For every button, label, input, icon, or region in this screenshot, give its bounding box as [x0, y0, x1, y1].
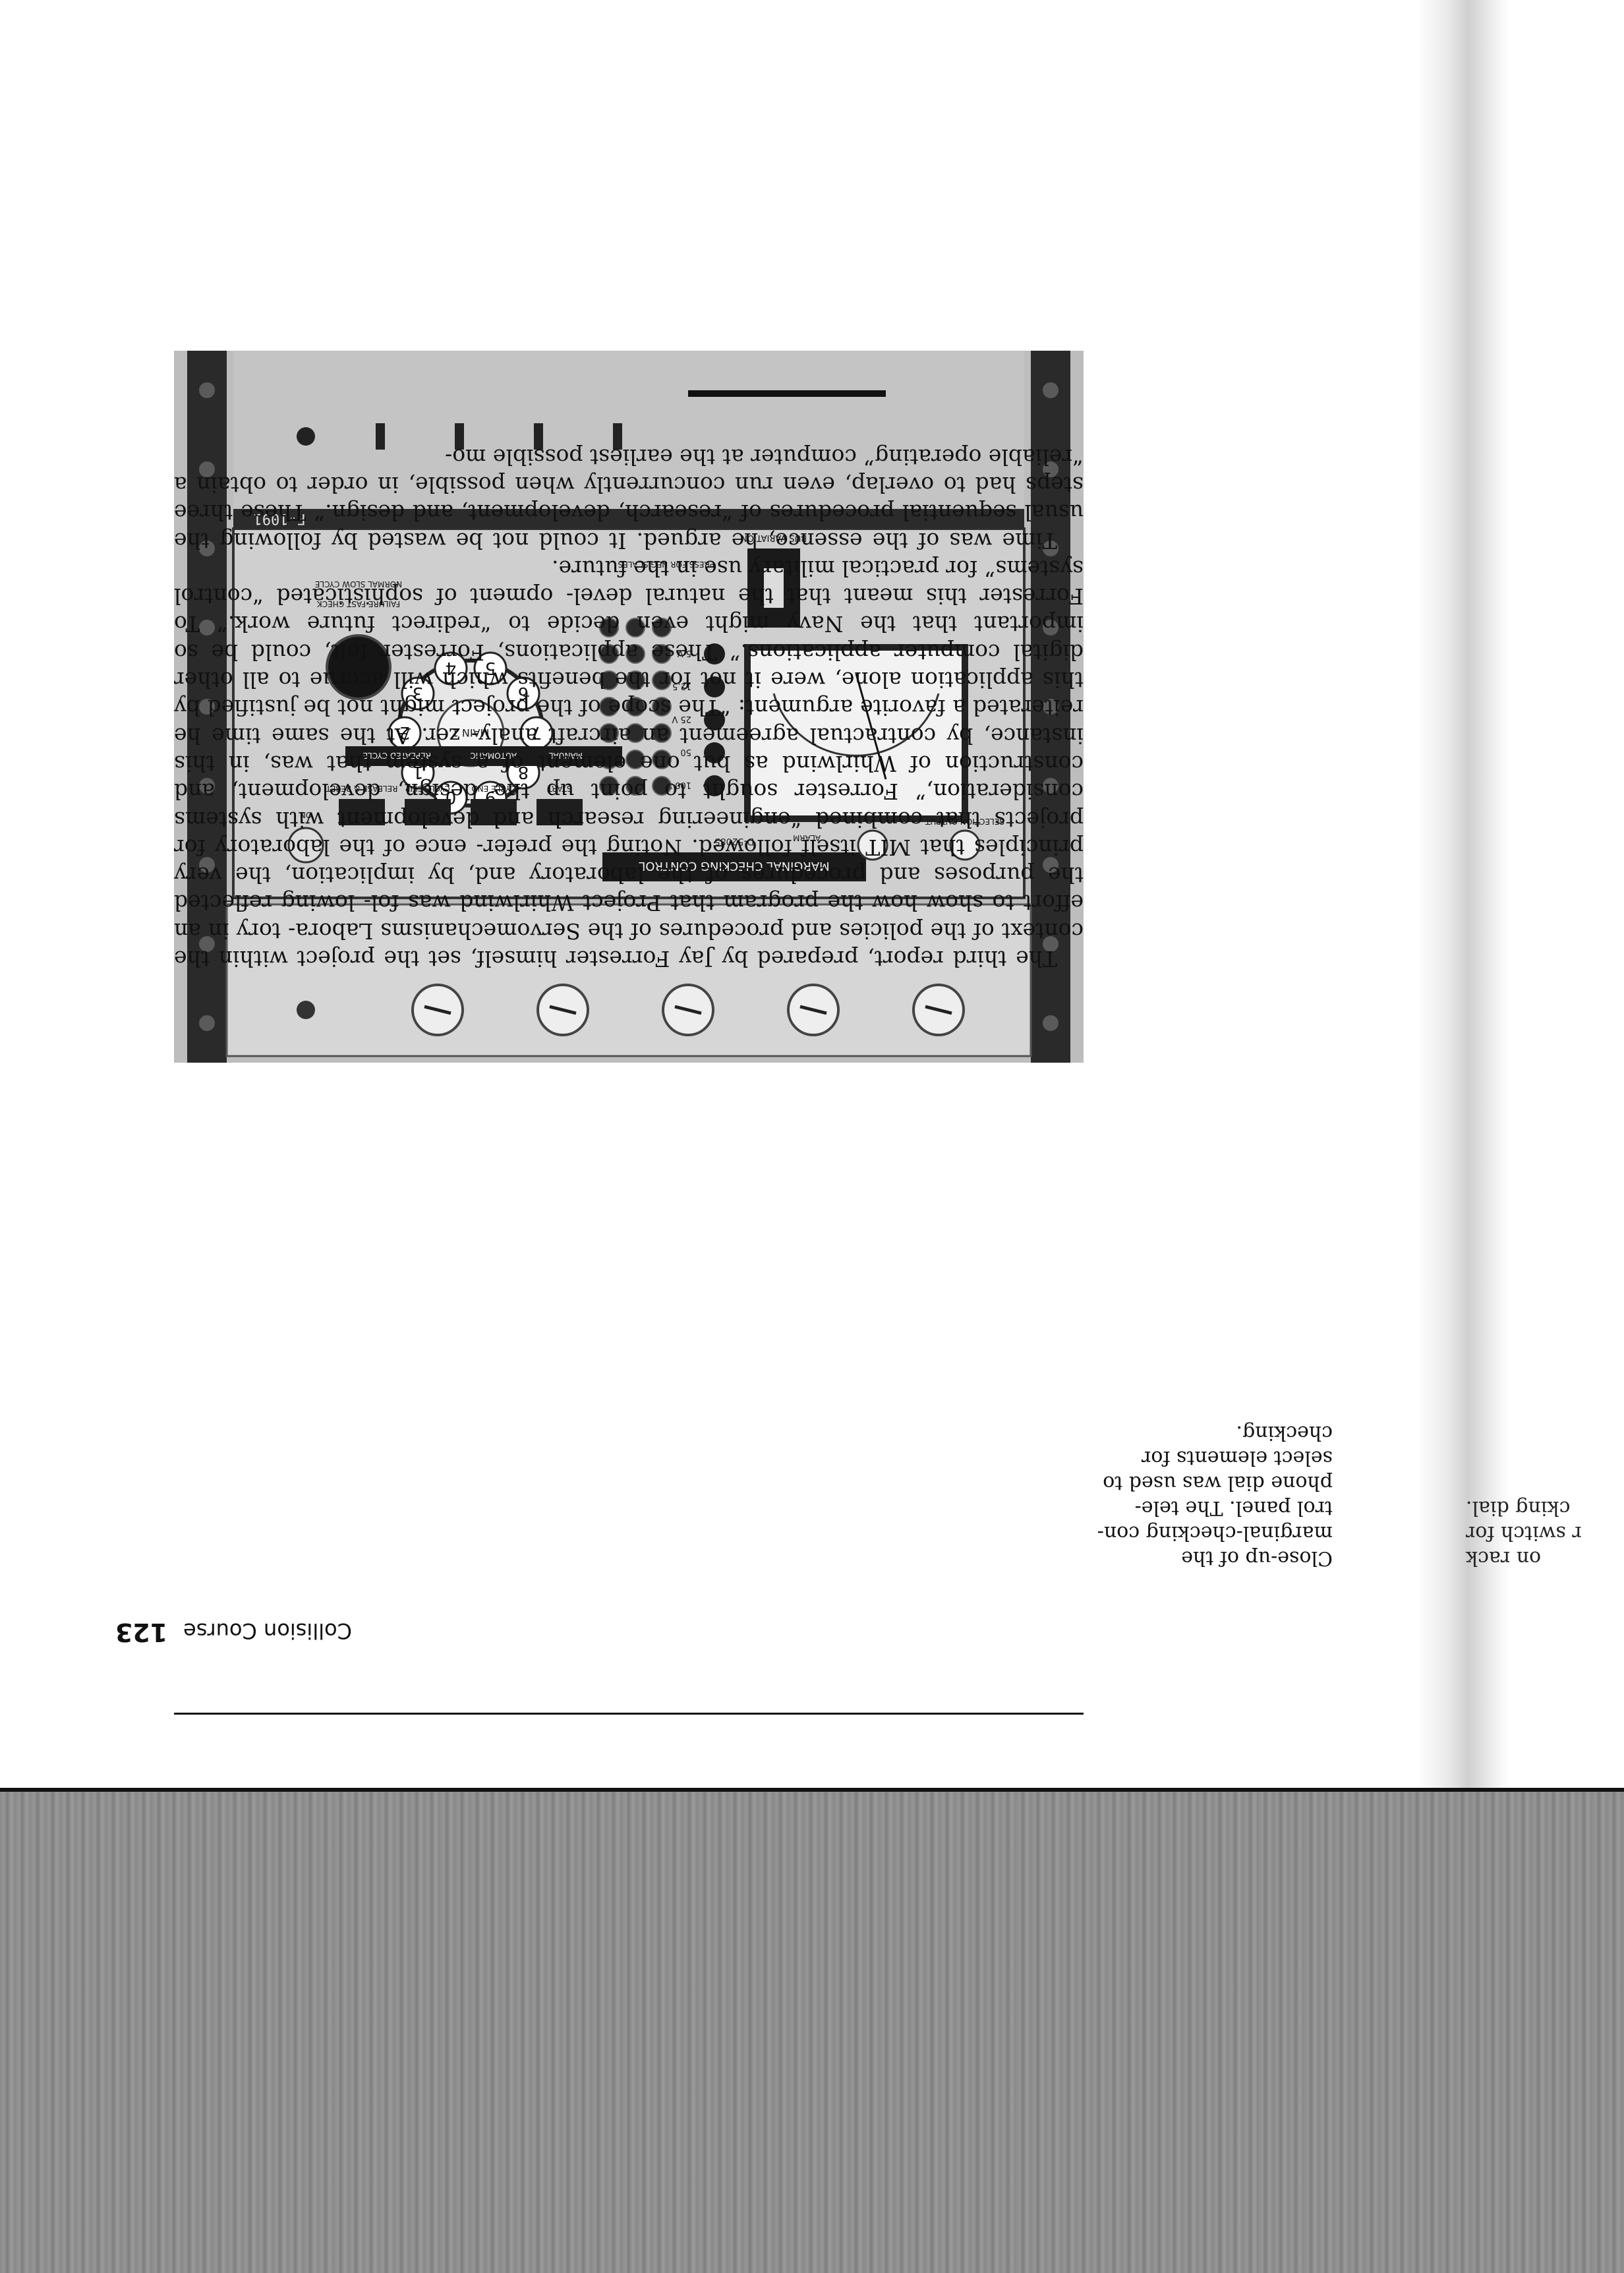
label-alarm: ALARM — [793, 833, 821, 842]
dial-center-label: MAIN 1 — [452, 726, 490, 739]
header-rule — [174, 1713, 1084, 1715]
label-failure-fast-check: FAILURE FAST CHECK — [316, 599, 400, 608]
cable — [688, 390, 886, 397]
label-normal-slow-cycle: NORMAL SLOW CYCLE — [315, 579, 402, 589]
svg-text:5: 5 — [485, 658, 496, 678]
svg-text:7: 7 — [531, 723, 542, 742]
caption-line: Close-up of the — [1181, 1547, 1333, 1570]
meter — [744, 644, 968, 822]
neg-scales-label: PRESS FOR NEG SCALES — [618, 560, 714, 569]
text-line: Time was of the essence, he argued. It c… — [219, 527, 1057, 554]
caption-line: checking. — [1236, 1421, 1333, 1444]
panel-number-stripe — [233, 509, 1024, 529]
caption-line: trol panel. The tele- — [1134, 1496, 1333, 1520]
meter-scale-label: 12.5 — [672, 681, 691, 691]
control-panel-photo: MARGINAL CHECKING CONTROL D-52085 100 V … — [174, 351, 1084, 1063]
running-header-title: Collision Course — [183, 1618, 352, 1643]
meter-range-lamps — [704, 643, 725, 796]
label-start: START — [547, 784, 572, 793]
facing-page-caption-fragment: on rack r switch for cking dial. — [1466, 1495, 1624, 1570]
panel-title-plate — [602, 852, 866, 881]
book-page: on rack r switch for cking dial. Collisi… — [115, 351, 1624, 1715]
page-number: 123 — [115, 1618, 168, 1647]
lower-toggle-strip — [233, 351, 1024, 509]
svg-text:8: 8 — [518, 762, 529, 782]
control-buttons — [287, 799, 981, 864]
caption-line: phone dial was used to — [1103, 1471, 1333, 1494]
selector-knob — [326, 634, 392, 700]
mode-label-plate — [345, 746, 622, 766]
fragment-line: on rack — [1466, 1547, 1542, 1570]
toggle-switches — [297, 423, 622, 450]
fragment-line: r switch for — [1466, 1521, 1582, 1545]
caption-line: select elements for — [1141, 1446, 1333, 1469]
body-text: The third report, prepared by Jay Forres… — [174, 442, 1084, 972]
upper-knob-strip — [225, 903, 1032, 1057]
photo-caption: Close-up of the marginal-checking con- t… — [1097, 1420, 1333, 1570]
svg-text:1: 1 — [413, 762, 424, 782]
caption-line: marginal-checking con- — [1097, 1521, 1333, 1545]
label-cycle-skip: CYCLE SKIP — [405, 784, 450, 793]
meter-scale-label: 25 V — [672, 714, 691, 724]
panel-title: MARGINAL CHECKING CONTROL — [639, 859, 829, 873]
svg-text:2: 2 — [399, 723, 411, 742]
meter-needle — [855, 673, 887, 780]
running-header: Collision Course 123 — [115, 1618, 352, 1647]
svg-text:4: 4 — [446, 658, 457, 678]
svg-text:3: 3 — [413, 683, 424, 703]
text-line: future. — [552, 555, 627, 581]
panel-code: D-52085 — [714, 836, 754, 846]
knob-row — [297, 984, 965, 1036]
svg-text:6: 6 — [518, 683, 529, 703]
meter-scale-label: 100 V — [666, 780, 691, 790]
meter-scale-label: 50 — [680, 747, 691, 757]
fragment-line: cking dial. — [1466, 1496, 1571, 1520]
control-panel-illustration: MARGINAL CHECKING CONTROL D-52085 100 V … — [174, 351, 1084, 1063]
meter-scale-label: 5 V — [678, 648, 691, 658]
label-automatic: AUTOMATIC — [470, 751, 517, 760]
label-selection-output: SELECTION OUTPUT — [925, 817, 1004, 826]
label-cycle-end: CYCLE END — [471, 784, 515, 793]
label-release-reset: RELEASE & RESET — [326, 784, 398, 793]
panel-number: F-1091 — [254, 510, 306, 527]
bus-variation-label: BUS VARIATION — [741, 533, 807, 543]
label-on: ON — [300, 810, 312, 819]
scanner-bed — [0, 1792, 1624, 2273]
label-manual: MANUAL — [548, 751, 583, 760]
label-repeated-cycle: REPEATED CYCLE — [363, 751, 431, 760]
text-line: The third report, prepared by Jay Forres… — [218, 946, 1057, 972]
book-gutter — [1417, 0, 1509, 1788]
